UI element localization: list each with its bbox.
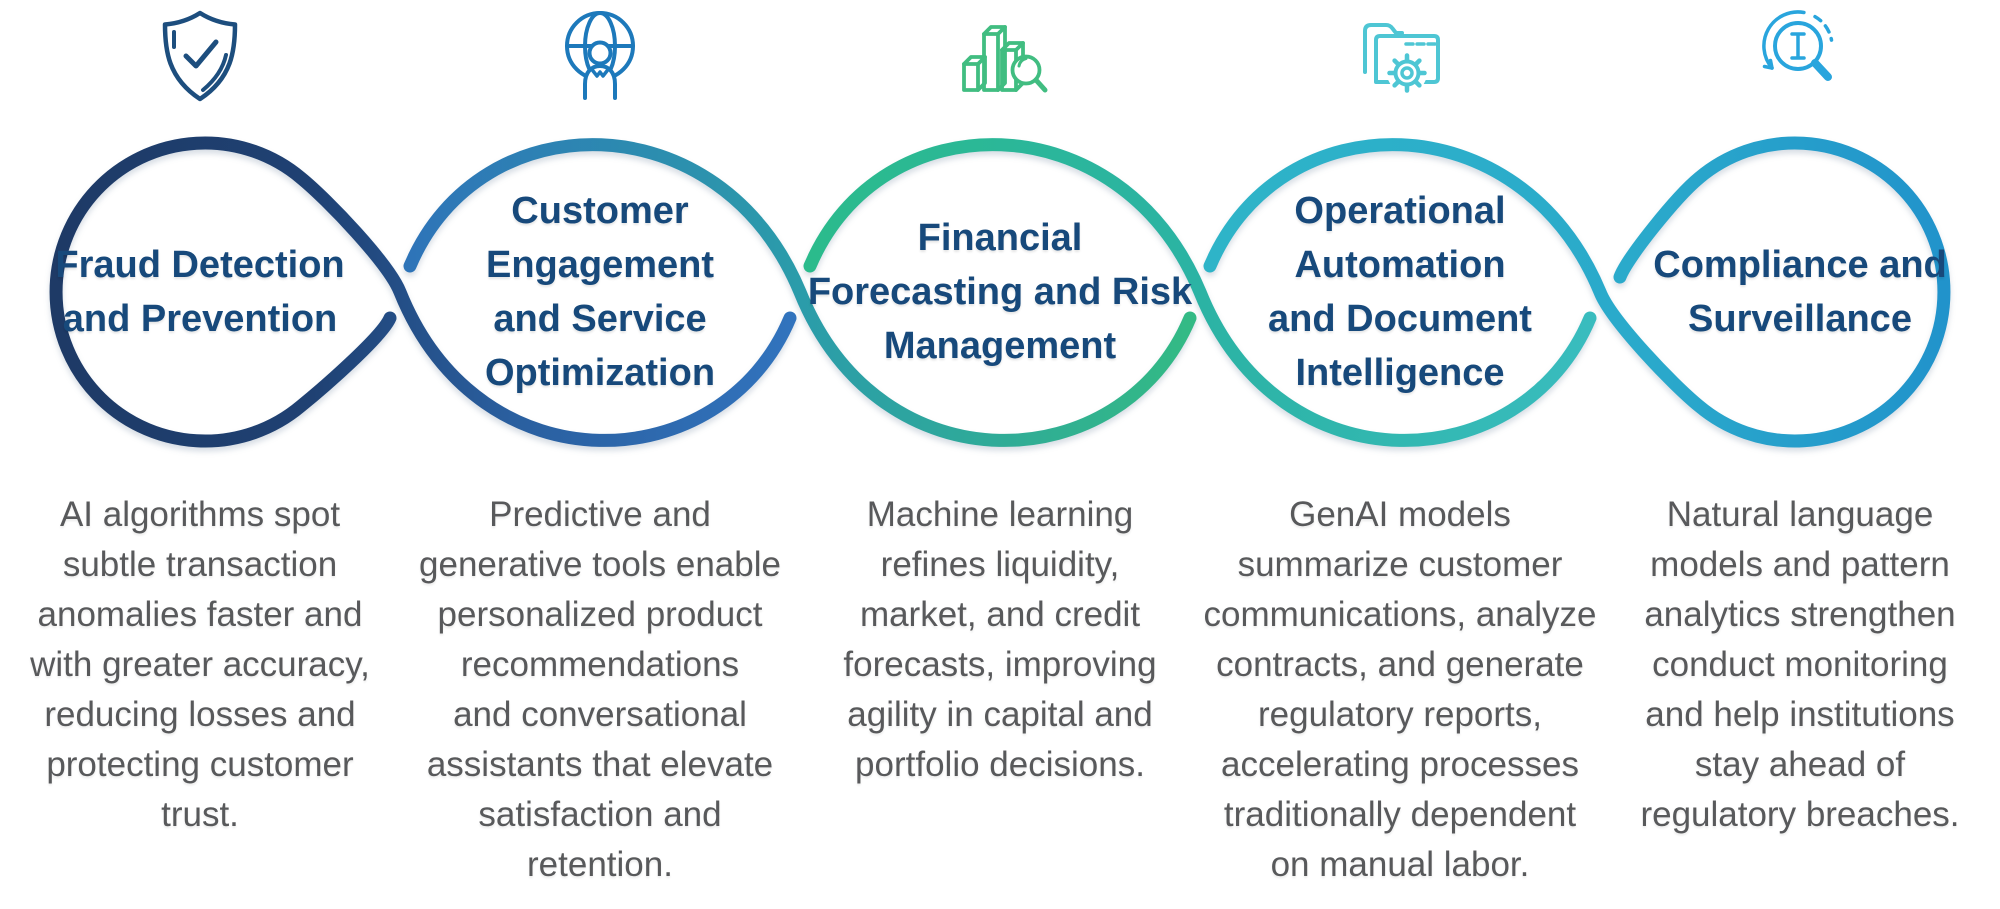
section-title-operational-automation: Operational Automation and Document Inte… — [1268, 190, 1532, 394]
folder-gear-icon — [1363, 23, 1440, 93]
loop-ribbon — [49, 136, 1951, 448]
section-description-financial-forecasting: Machine learning refines liquidity, mark… — [843, 495, 1157, 784]
section-description-fraud-detection: AI algorithms spot subtle transaction an… — [30, 495, 370, 834]
loop-strand-2 — [403, 138, 1197, 447]
section-title-financial-forecasting: Financial Forecasting and Risk Managemen… — [807, 217, 1193, 367]
section-description-operational-automation: GenAI models summarize customer communic… — [1203, 495, 1597, 884]
loop-strand-1 — [49, 136, 797, 448]
section-description-compliance-surveillance: Natural language models and pattern anal… — [1640, 495, 1960, 834]
magnifier-inspect-icon — [1762, 10, 1834, 81]
shield-check-icon — [162, 10, 238, 102]
globe-person-icon — [565, 11, 635, 100]
loop-strand-3 — [803, 138, 1597, 447]
section-title-customer-engagement: Customer Engagement and Service Optimiza… — [484, 190, 716, 394]
section-title-fraud-detection: Fraud Detection and Prevention — [55, 244, 345, 340]
loop-strand-4 — [1203, 136, 1951, 448]
section-description-customer-engagement: Predictive and generative tools enable p… — [419, 495, 781, 884]
section-title-compliance-surveillance: Compliance and Surveillance — [1653, 244, 1947, 340]
bar-chart-magnifier-icon — [962, 25, 1048, 93]
